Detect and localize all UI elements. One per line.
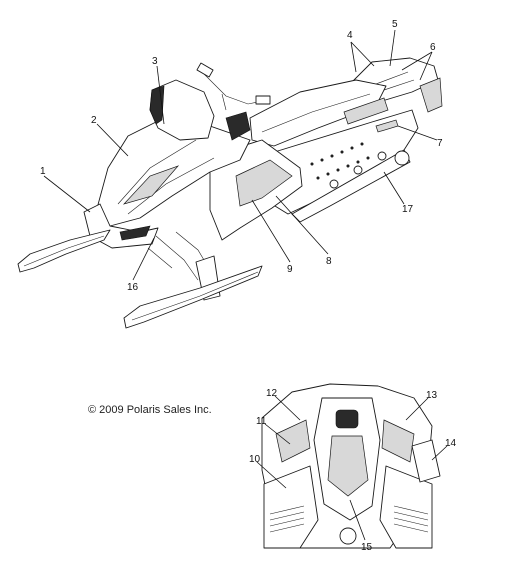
callout-11: 11 — [256, 416, 267, 427]
callout-9: 9 — [287, 264, 293, 275]
handlebar-grip-right — [255, 95, 271, 105]
callout-15: 15 — [361, 542, 373, 553]
callout-labels: 1 2 3 4 5 6 7 8 9 10 11 12 13 14 15 16 1… — [40, 19, 457, 553]
callout-16: 16 — [127, 282, 139, 293]
seat-pad — [327, 435, 369, 497]
track-rail — [291, 149, 411, 223]
callout-2: 2 — [91, 115, 97, 126]
callout-14: 14 — [445, 438, 457, 449]
running-board-treads-left — [269, 505, 305, 533]
ski-right — [123, 265, 263, 329]
snowmobile-side-view — [17, 57, 443, 329]
tunnel-rivets — [310, 142, 370, 180]
rear-seat-view — [261, 383, 441, 549]
side-decal-right — [381, 419, 415, 463]
rear-light — [339, 527, 357, 545]
handlebar — [203, 73, 269, 111]
grab-handle — [411, 439, 441, 483]
copyright-notice: © 2009 Polaris Sales Inc. — [88, 404, 212, 416]
callout-12: 12 — [266, 388, 278, 399]
callout-leaders — [43, 29, 448, 541]
callout-6: 6 — [430, 42, 436, 53]
callout-13: 13 — [426, 390, 438, 401]
callout-1: 1 — [40, 166, 46, 177]
front-light — [119, 225, 151, 241]
running-board-treads-right — [393, 505, 429, 533]
callout-8: 8 — [326, 256, 332, 267]
foot-well-left — [263, 465, 319, 549]
fuel-cap — [335, 409, 359, 429]
side-decal-left — [275, 419, 311, 463]
callout-4: 4 — [347, 30, 353, 41]
callout-3: 3 — [152, 56, 158, 67]
side-panel-decal — [235, 159, 293, 207]
rear-flap — [419, 77, 443, 113]
ski-left — [17, 229, 111, 273]
callout-10: 10 — [249, 454, 261, 465]
windshield-trim-right — [225, 111, 251, 141]
callout-17: 17 — [402, 204, 414, 215]
handlebar-grip-left — [196, 62, 214, 78]
seat-storage — [343, 97, 389, 125]
hood-decal — [122, 165, 180, 205]
callout-7: 7 — [437, 138, 443, 149]
callout-5: 5 — [392, 19, 398, 30]
track-bogie-wheels — [329, 150, 410, 189]
